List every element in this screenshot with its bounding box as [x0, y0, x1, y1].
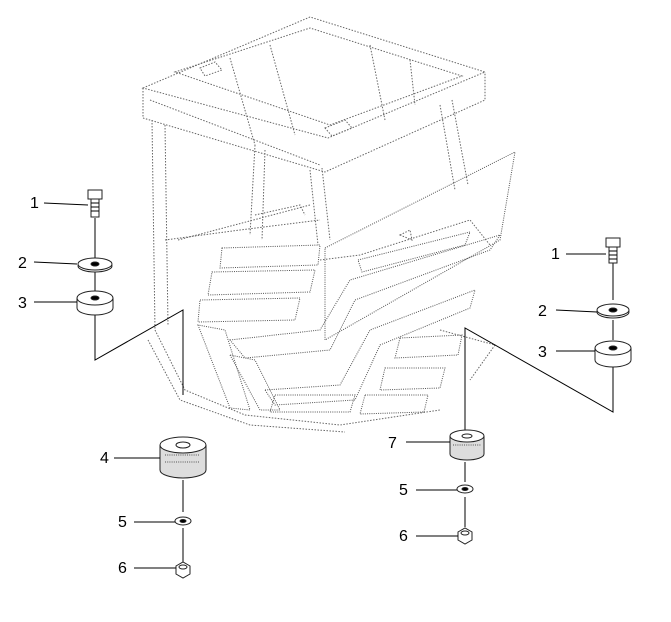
- callout-3-right: 3: [538, 344, 547, 361]
- rubber-washer-icon: [594, 340, 632, 368]
- rubber-mount-icon: [159, 436, 207, 479]
- lock-washer-icon: [174, 516, 192, 526]
- callout-2-right: 2: [538, 303, 547, 320]
- bolt-icon: [605, 237, 621, 264]
- callout-1-right: 1: [551, 246, 560, 263]
- left-mount-stack: [33, 189, 207, 579]
- callout-6-left: 6: [118, 560, 127, 577]
- cab-decal-stripes: [197, 231, 502, 415]
- cab-frame: [141, 16, 516, 433]
- nut-icon: [175, 561, 191, 579]
- rubber-mount-icon: [449, 429, 485, 461]
- callout-6-right: 6: [399, 528, 408, 545]
- callout-5-left: 5: [118, 514, 127, 531]
- callout-3-left: 3: [18, 295, 27, 312]
- callout-4-left: 4: [100, 450, 109, 467]
- flat-washer-icon: [77, 257, 113, 273]
- right-mount-stack: [406, 237, 632, 545]
- rubber-washer-icon: [76, 290, 114, 316]
- lock-washer-icon: [456, 484, 474, 494]
- nut-icon: [457, 527, 473, 545]
- callout-labels: 1 2 3 4 5 6 1 2 3 7 5 6: [18, 195, 560, 577]
- flat-washer-icon: [596, 303, 630, 319]
- bolt-icon: [87, 189, 103, 218]
- callout-2-left: 2: [18, 255, 27, 272]
- callout-1-left: 1: [30, 195, 39, 212]
- callout-7-right: 7: [388, 435, 397, 452]
- callout-5-right: 5: [399, 482, 408, 499]
